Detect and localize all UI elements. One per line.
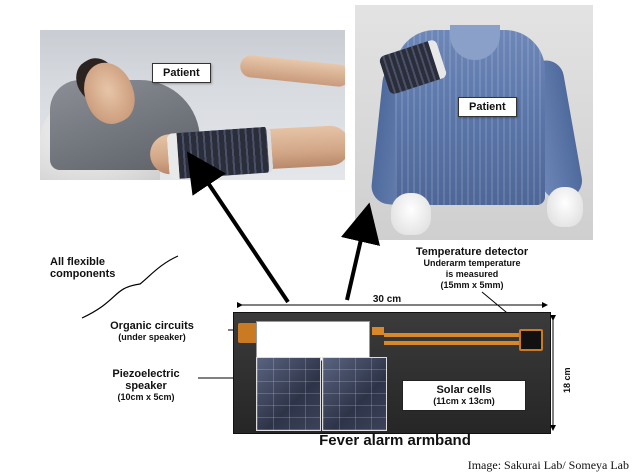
right-glove	[547, 187, 583, 227]
organic-title: Organic circuits	[110, 320, 194, 332]
solar-size: (11cm x 13cm)	[433, 396, 495, 406]
temp-line3: (15mm x 5mm)	[440, 280, 504, 290]
arrow-to-left-photo	[186, 151, 290, 304]
image-credit: Image: Sakurai Lab/ Someya Lab	[467, 458, 629, 472]
piezo-title2: speaker	[125, 380, 167, 392]
arrow-to-right-photo	[341, 202, 380, 301]
width-dimension-label: 30 cm	[372, 294, 402, 305]
solar-cells-label: Solar cells (11cm x 13cm)	[402, 380, 526, 411]
height-dimension-label: 18 cm	[562, 367, 572, 393]
left-glove	[391, 193, 431, 235]
temp-title: Temperature detector	[415, 246, 529, 258]
all-flexible-label: All flexible components	[50, 256, 116, 280]
organic-circuits-label: Organic circuits (under speaker)	[76, 320, 228, 343]
curly-brace-icon	[81, 255, 179, 319]
temp-line1: Underarm temperature	[423, 258, 521, 268]
piezo-title1: Piezoelectric	[112, 368, 180, 380]
temperature-sensor	[519, 329, 543, 351]
piezo-size: (10cm x 5cm)	[117, 392, 175, 402]
solar-cell-1	[256, 357, 321, 431]
organic-circuit-patch	[238, 323, 260, 343]
organic-sub: (under speaker)	[118, 332, 186, 342]
armband-device	[233, 312, 551, 434]
trace-top	[384, 333, 519, 337]
temperature-detector-label: Temperature detector Underarm temperatur…	[387, 246, 557, 291]
trace-bottom	[384, 341, 519, 345]
patient-label-left: Patient	[152, 63, 211, 83]
solar-title: Solar cells	[436, 384, 492, 396]
temp-line2: is measured	[445, 269, 499, 279]
connector-pad	[372, 327, 384, 335]
piezo-speaker-label: Piezoelectric speaker (10cm x 5cm)	[94, 368, 198, 403]
photo-patient-mannequin	[355, 5, 593, 240]
patient-label-right: Patient	[458, 97, 517, 117]
figure-caption: Fever alarm armband	[319, 432, 471, 449]
solar-cell-2	[322, 357, 387, 431]
piezo-speaker-film	[256, 321, 370, 361]
